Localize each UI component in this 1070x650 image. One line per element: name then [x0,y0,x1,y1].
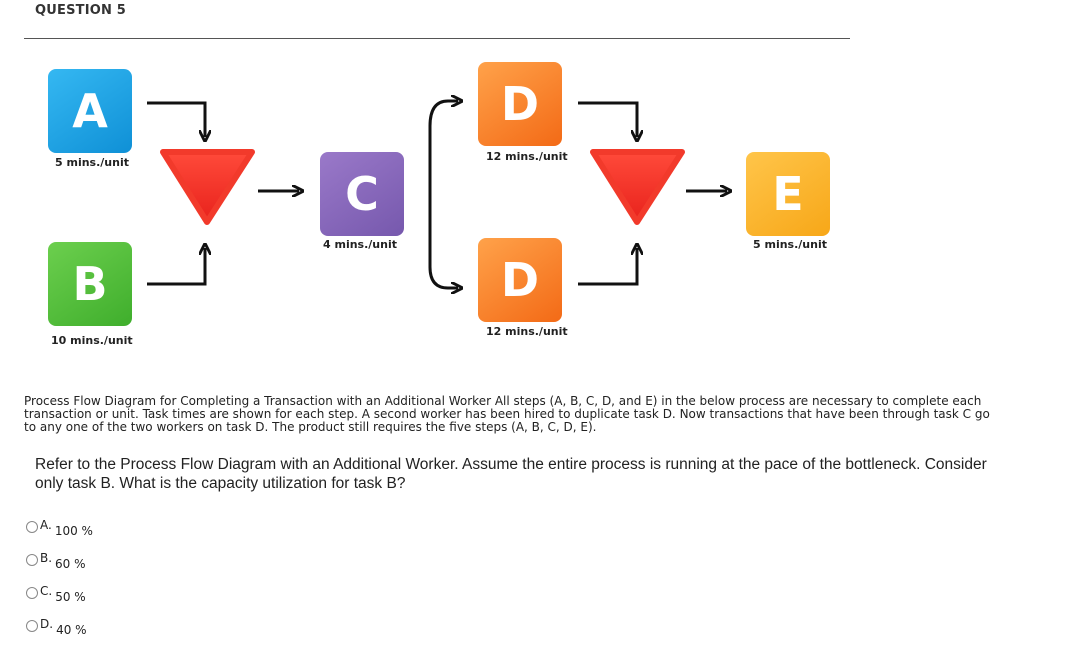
step-d1-box: D [478,62,562,146]
choice-text: 50 % [55,590,86,604]
choice-c[interactable]: C. 50 % [26,584,86,604]
step-d2-time: 12 mins./unit [486,325,568,338]
radio-button[interactable] [26,587,38,599]
choice-letter: A. [40,518,52,532]
radio-button[interactable] [26,620,38,632]
choice-text: 40 % [56,623,87,637]
diagram-description: Process Flow Diagram for Completing a Tr… [24,394,990,434]
arrow-d1-to-buffer [578,101,637,137]
step-c-box: C [320,152,404,236]
choice-text: 100 % [54,524,93,538]
step-e-time: 5 mins./unit [753,238,827,251]
arrow-split-to-d2 [428,266,458,288]
step-b-time: 10 mins./unit [51,334,133,347]
step-d1-time: 12 mins./unit [486,150,568,163]
question-title: QUESTION 5 [35,3,127,18]
buffer-2-triangle [590,149,685,225]
step-d2-box: D [478,238,562,322]
choice-b[interactable]: B. 60 % [26,551,86,571]
choice-letter: C. [40,584,53,598]
choice-letter: D. [40,617,54,631]
step-b-box: B [48,242,132,326]
arrow-b-to-buffer [147,248,205,286]
divider [24,38,850,39]
arrow-a-to-buffer [147,101,205,137]
choice-d[interactable]: D. 40 % [26,617,87,637]
arrow-split-to-d1 [428,101,458,127]
choice-text: 60 % [55,557,86,571]
arrow-d2-to-buffer [578,248,637,286]
step-c-time: 4 mins./unit [323,238,397,251]
choice-letter: B. [40,551,53,565]
step-a-time: 5 mins./unit [55,156,129,169]
step-a-box: A [48,69,132,153]
radio-button[interactable] [26,554,38,566]
radio-button[interactable] [26,521,38,533]
step-e-box: E [746,152,830,236]
choice-a[interactable]: A. 100 % [26,518,93,538]
buffer-1-triangle [160,149,255,225]
question-prompt: Refer to the Process Flow Diagram with a… [35,456,987,492]
flow-connectors [147,0,1070,370]
